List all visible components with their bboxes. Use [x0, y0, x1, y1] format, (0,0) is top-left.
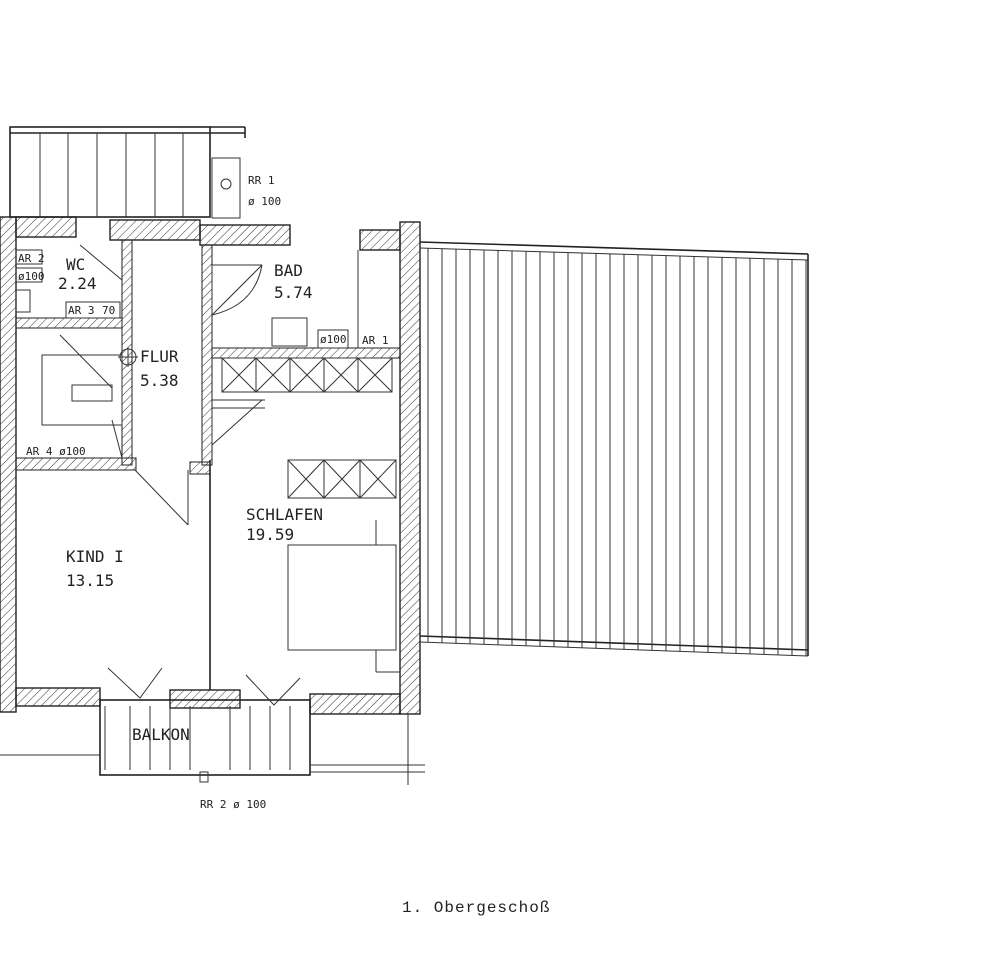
- exterior-walls: [0, 216, 421, 715]
- room-balkon-name: BALKON: [132, 725, 190, 744]
- ar2-diameter: ø100: [18, 270, 45, 283]
- wardrobe-upper: [221, 357, 393, 393]
- ar3-number: 70: [102, 304, 115, 317]
- ar1-label: AR 1: [362, 334, 389, 347]
- floor-caption: 1. Obergeschoß: [402, 899, 550, 917]
- bathroom-fixtures: [15, 249, 359, 426]
- room-flur-name: FLUR: [140, 347, 179, 366]
- south-balcony: [0, 667, 425, 785]
- rr2-label: RR 2 ø 100: [200, 798, 266, 811]
- room-wc-name: WC: [66, 255, 85, 274]
- rr1-label: RR 1: [248, 174, 275, 187]
- room-bad-area: 5.74: [274, 283, 313, 302]
- rr1-diameter: ø 100: [248, 195, 281, 208]
- room-schlafen-area: 19.59: [246, 525, 294, 544]
- ar1-diameter: ø100: [320, 333, 347, 346]
- ar2-label: AR 2: [18, 252, 45, 265]
- room-bad-name: BAD: [274, 261, 303, 280]
- roof-terrace: [419, 241, 809, 657]
- ar4-label: AR 4 ø100: [26, 445, 86, 458]
- doors: [59, 244, 263, 526]
- room-wc-area: 2.24: [58, 274, 97, 293]
- room-flur-area: 5.38: [140, 371, 179, 390]
- ar3-label: AR 3: [68, 304, 95, 317]
- north-balcony: [9, 126, 246, 219]
- bed: [287, 520, 400, 673]
- room-schlafen-name: SCHLAFEN: [246, 505, 323, 524]
- room-kind-name: KIND I: [66, 547, 124, 566]
- flur-lamp-icon: [118, 347, 138, 367]
- room-kind-area: 13.15: [66, 571, 114, 590]
- wardrobe-lower: [287, 459, 397, 499]
